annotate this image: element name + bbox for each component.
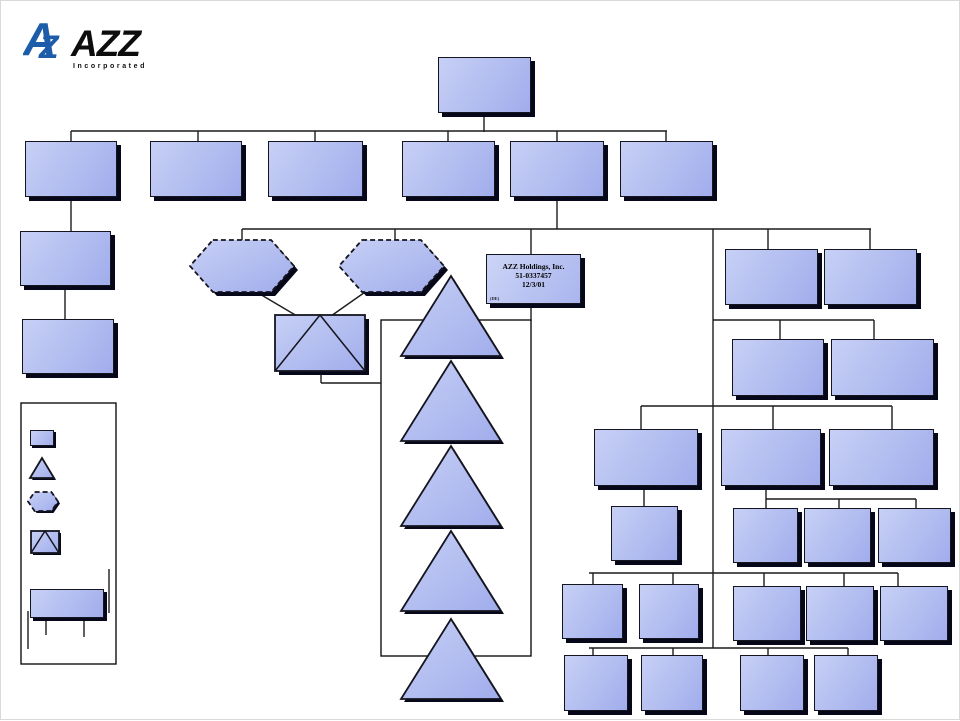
- org-box: [878, 508, 951, 563]
- org-box: [562, 584, 623, 639]
- org-box: [725, 249, 818, 305]
- org-box: [564, 655, 628, 711]
- legend-connector-sample: [30, 589, 104, 618]
- org-box-root: [438, 57, 531, 113]
- holdings-ein: 51-0337457: [515, 271, 552, 280]
- org-box: [402, 141, 495, 197]
- org-box: [611, 506, 678, 561]
- holdings-name: AZZ Holdings, Inc.: [502, 262, 565, 271]
- org-box: [829, 429, 934, 486]
- org-triangle: [399, 274, 503, 357]
- connector-line: [330, 289, 369, 317]
- org-box: [20, 231, 111, 286]
- org-box-azz-holdings: AZZ Holdings, Inc. 51-0337457 12/3/01 (D…: [486, 254, 581, 304]
- logo-monogram-a: A: [23, 13, 56, 65]
- org-box: [804, 508, 871, 563]
- org-box: [824, 249, 917, 305]
- org-triangle: [399, 529, 503, 612]
- org-hexagon: [337, 239, 446, 293]
- legend-hexagon: [26, 491, 60, 512]
- logo-wordmark: AZZ: [70, 23, 142, 64]
- org-box: [733, 508, 798, 563]
- org-box: [22, 319, 114, 374]
- org-box: [831, 339, 934, 396]
- legend-rectangle: [30, 430, 54, 446]
- org-box: [25, 141, 117, 197]
- org-box: [880, 586, 948, 641]
- org-triangle: [399, 617, 503, 700]
- org-envelope-box-inner-lines: [274, 313, 366, 372]
- legend-envelope-inner-lines: [30, 529, 60, 554]
- org-box: [639, 584, 699, 639]
- azz-logo-graphic: A Z AZZ Incorporated: [22, 13, 147, 70]
- legend-envelope: [30, 530, 60, 554]
- org-box: [740, 655, 804, 711]
- org-triangle: [399, 444, 503, 527]
- org-box: [268, 141, 363, 197]
- org-box: [814, 655, 878, 711]
- org-box: [510, 141, 604, 197]
- org-hexagon: [188, 239, 296, 293]
- org-box: [721, 429, 821, 486]
- org-box: [620, 141, 713, 197]
- org-box: [806, 586, 874, 641]
- legend-triangle: [28, 456, 56, 479]
- org-box: [733, 586, 801, 641]
- logo-subtitle: Incorporated: [73, 63, 147, 70]
- org-triangle: [399, 359, 503, 442]
- org-box: [732, 339, 824, 396]
- org-box: [594, 429, 698, 486]
- org-envelope-box: [274, 314, 366, 372]
- org-box: [641, 655, 703, 711]
- holdings-date: 12/3/01: [522, 280, 545, 289]
- org-box: [150, 141, 242, 197]
- logo-monogram-z: Z: [38, 29, 60, 65]
- holdings-corner-note: (DE): [490, 295, 500, 301]
- azz-logo: A Z AZZ Incorporated: [22, 13, 233, 77]
